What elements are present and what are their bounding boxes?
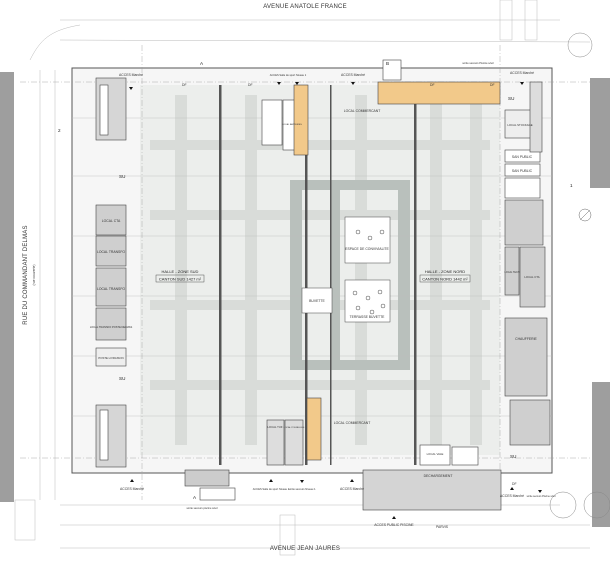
north-arrow-icon bbox=[578, 208, 592, 222]
access-label: sortie secours Niveau 1 bbox=[288, 487, 316, 491]
room-label: LOCAL VALE bbox=[427, 452, 444, 456]
central-zone bbox=[290, 180, 410, 370]
df-marker: DF bbox=[490, 83, 495, 87]
su-marker: SU bbox=[510, 454, 516, 459]
access-label: ACCES Salle de sport Niveau 1 bbox=[253, 487, 290, 491]
room-label: LOCAL POUBELLES bbox=[284, 426, 305, 429]
section-b-marker: B bbox=[386, 61, 389, 66]
room-label: LOCAL CTA bbox=[102, 219, 121, 223]
room-label: LOCAL BATTERIES bbox=[282, 123, 302, 126]
room-label: LOCAL COMMERCANT bbox=[344, 109, 381, 113]
access-label: ACCES Marché bbox=[500, 494, 524, 498]
room-label: LOCAL TRANSFO bbox=[97, 287, 125, 291]
south-rooms bbox=[184, 397, 502, 511]
room-label: CHAUFFERIE bbox=[515, 337, 537, 341]
su-marker: SU bbox=[119, 174, 125, 179]
room-label: SAN PUBLIC bbox=[512, 155, 533, 159]
room-label: LOCAL TRANSFO POSTE DELMAS bbox=[90, 325, 133, 329]
access-label: ACCES Marché bbox=[341, 73, 365, 77]
tree-icon bbox=[549, 32, 610, 519]
conviviality-label: ESPACE DE CONVIVIALITE bbox=[345, 247, 389, 251]
neighbour-building-east-south bbox=[592, 382, 610, 527]
room-label: POSTE LIVRAISON bbox=[98, 356, 123, 360]
section-2-marker: 2 bbox=[58, 128, 61, 133]
section-1-marker: 1 bbox=[570, 183, 573, 188]
room-label: LOCAL COMMERCANT bbox=[334, 421, 371, 425]
df-marker: DF bbox=[248, 83, 253, 87]
terrace-label: TERRASSE BUVETTE bbox=[350, 315, 386, 319]
east-technical-strip bbox=[504, 81, 551, 446]
room-label: LOCAL TRANSFO bbox=[97, 250, 125, 254]
su-marker: SU bbox=[119, 376, 125, 381]
room-label: LOCAL TUF bbox=[267, 425, 283, 429]
df-marker: DF bbox=[182, 83, 187, 87]
df-marker: DF bbox=[512, 482, 517, 486]
access-label: ACCES Marché bbox=[119, 73, 143, 77]
zone-south-label: HALLE - ZONE SUD bbox=[162, 269, 199, 274]
street-south-label: AVENUE JEAN JAURES bbox=[270, 546, 340, 552]
west-technical-strip bbox=[95, 77, 127, 468]
room-label: DECHARGEMENT bbox=[424, 474, 453, 478]
access-label: sortie secours piscine s/sol bbox=[187, 506, 218, 510]
section-a-marker: A bbox=[193, 495, 197, 500]
access-label: ACCES Salle de sport Niveau 1 bbox=[270, 73, 307, 77]
access-markers bbox=[129, 82, 542, 519]
canton-north-label: CANTON NORD 1442 m² bbox=[422, 277, 468, 282]
neighbour-building-west bbox=[0, 72, 14, 502]
su-marker: SU bbox=[508, 96, 514, 101]
street-west-label: RUE DU COMMANDANT DELMAS bbox=[23, 225, 29, 324]
room-label: LOCAL TECH bbox=[505, 271, 520, 274]
room-label: LOCAL STOCKAGE bbox=[507, 123, 532, 127]
structural-walls bbox=[219, 85, 417, 465]
parvis-label: PARVIS bbox=[436, 525, 449, 529]
access-label: ACCES PUBLIC PISCINE bbox=[374, 523, 414, 527]
room-label: SAN PUBLIC bbox=[512, 169, 533, 173]
access-label: ACCES Marché bbox=[340, 487, 364, 491]
street-west-note: (rue couverte) bbox=[32, 264, 36, 285]
conviviality-area bbox=[301, 216, 391, 323]
access-label: sortie secours Piscine s/sol bbox=[527, 495, 556, 498]
hall-grid bbox=[140, 85, 500, 455]
buvette-label: BUVETTE bbox=[309, 299, 325, 303]
access-label: ACCES Marché bbox=[510, 71, 534, 75]
neighbour-building-east-north bbox=[590, 78, 610, 188]
zone-north-label: HALLE - ZONE NORD bbox=[425, 269, 465, 274]
room-label: LOCAL CTA bbox=[524, 275, 539, 279]
access-label: sortie secours Piscine s/sol bbox=[462, 61, 494, 65]
street-north-label: AVENUE ANATOLE FRANCE bbox=[263, 4, 347, 10]
canton-south-label: CANTON SUD 1427 m² bbox=[159, 277, 202, 282]
df-marker: DF bbox=[430, 83, 435, 87]
north-rooms bbox=[261, 59, 501, 156]
section-a-marker: A bbox=[200, 61, 204, 66]
street-lines bbox=[14, 0, 591, 556]
access-label: ACCES Marché bbox=[120, 487, 144, 491]
